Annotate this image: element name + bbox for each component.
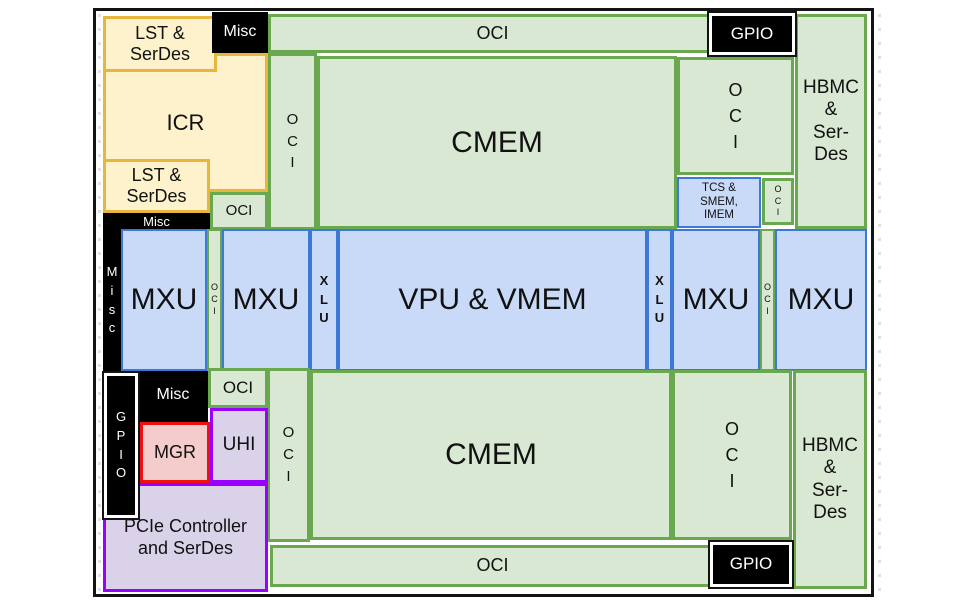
mxu-2-label: MXU [232,283,300,317]
oci-tiny-box-top-right-label: O C I [774,183,782,218]
gpio-top-block: GPIO [707,11,797,57]
gpio-left-label: G P I O [115,408,127,481]
mxu-4-label: MXU [787,283,855,317]
misc-bar-label: Misc [143,213,170,229]
mxu-1-block: MXU [121,229,207,371]
oci-bottom-bar-label: OCI [476,555,509,576]
hbmc-serdes-bottom-block: HBMC & Ser- Des [793,370,867,589]
lst-serdes-bottom-label: LST & SerDes [126,164,187,206]
misc-top-label: Misc [223,23,257,41]
mxu-1-label: MXU [130,283,198,317]
cmem-bottom-label: CMEM [445,438,537,472]
lst-serdes-top-label: LST & SerDes [129,22,191,64]
xlu-left-block: X L U [310,229,338,371]
xlu-right-label: X L U [654,272,665,326]
oci-small-box-top-left: OCI [210,192,268,230]
oci-small-box-bottom-left-label: OCI [222,377,254,397]
tcs-smem-imem-block: TCS & SMEM, IMEM [677,177,761,228]
oci-bottom-bar: OCI [270,545,793,587]
hbmc-serdes-bottom-label: HBMC & Ser- Des [802,434,858,523]
oci-left-column-bottom: O C I [267,368,310,542]
gpio-top-label: GPIO [730,23,774,43]
gpio-left-block: G P I O [102,371,140,520]
oci-left-column-bottom-label: O C I [282,424,295,485]
oci-box-top-right: O C I [677,57,794,175]
hbmc-serdes-top-block: HBMC & Ser- Des [795,14,867,229]
xlu-right-block: X L U [647,229,672,371]
misc-bar-block: Misc [103,213,210,230]
misc-top-block: Misc [212,12,268,53]
hbmc-serdes-top-label: HBMC & Ser- Des [803,76,859,165]
mxu-3-label: MXU [682,283,750,317]
pcie-controller-serdes-label: PCIe Controller and SerDes [123,516,248,558]
cmem-bottom-block: CMEM [310,370,672,540]
mgr-label: MGR [154,441,196,462]
left-ruler-ticks [98,14,101,592]
uhi-block: UHI [210,408,268,483]
gpio-bottom-label: GPIO [729,554,773,574]
misc-left-strip-label: M i s c [106,263,118,336]
oci-mid-strip-right-label: O C I [763,282,771,316]
oci-small-box-top-left-label: OCI [225,202,253,220]
oci-mid-strip-right: O C I [760,229,775,371]
oci-box-bottom-right: O C I [672,370,792,540]
uhi-label: UHI [222,434,256,456]
lst-serdes-top-block: LST & SerDes [103,16,217,72]
misc-bottom-label: Misc [156,386,190,404]
vpu-vmem-label: VPU & VMEM [398,283,587,317]
oci-mid-strip-left-label: O C I [210,282,218,316]
misc-left-strip-block: M i s c [103,230,121,371]
oci-tiny-box-top-right: O C I [762,178,794,225]
xlu-left-label: X L U [319,272,329,326]
oci-left-column-top: O C I [268,53,317,230]
oci-top-bar-label: OCI [476,22,509,43]
gpio-bottom-block: GPIO [708,540,794,589]
icr-label: ICR [166,109,205,135]
lst-serdes-bottom-block: LST & SerDes [103,159,210,213]
oci-box-top-right-label: O C I [728,79,743,153]
vpu-vmem-block: VPU & VMEM [338,229,647,371]
oci-small-box-bottom-left: OCI [208,368,268,408]
mxu-2-block: MXU [222,229,310,371]
oci-mid-strip-left: O C I [207,229,222,371]
mgr-block: MGR [140,422,210,483]
cmem-top-block: CMEM [317,56,677,229]
mxu-4-block: MXU [775,229,867,371]
cmem-top-label: CMEM [451,125,543,159]
oci-left-column-top-label: O C I [286,110,299,172]
right-ruler-ticks [878,14,881,592]
tcs-smem-imem-label: TCS & SMEM, IMEM [700,182,738,222]
mxu-3-block: MXU [672,229,760,371]
oci-box-bottom-right-label: O C I [724,418,739,492]
oci-top-bar: OCI [268,14,795,53]
